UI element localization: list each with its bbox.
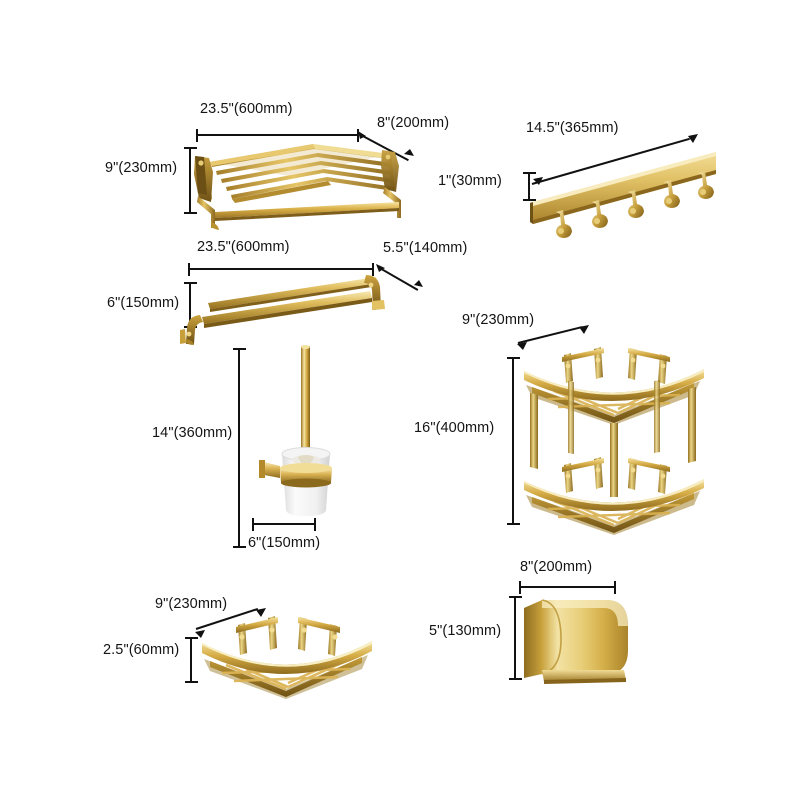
dimension-label-double-bar-depth: 5.5"(140mm) <box>383 240 468 256</box>
dimension-label-brush-width: 6"(150mm) <box>248 535 321 551</box>
dimension-label-folding-towel-rack-height: 9"(230mm) <box>105 160 178 176</box>
dimension-label-hook-rail-height: 1"(30mm) <box>438 173 502 189</box>
dimension-label-folding-towel-rack-depth: 8"(200mm) <box>377 115 450 131</box>
dimension-label-two-tier-width: 9"(230mm) <box>462 312 535 328</box>
product-double-towel-bar: 23.5"(600mm) 5.5"(140mm) 6"(150mm) <box>0 225 470 350</box>
dimension-label-double-bar-width: 23.5"(600mm) <box>197 239 290 255</box>
product-hook-rail: 14.5"(365mm) 1"(30mm) <box>430 95 790 238</box>
dimension-arrowheads-single-shelf <box>195 608 266 638</box>
illustration-folding-towel-rack <box>194 144 401 230</box>
dimension-label-brush-height: 14"(360mm) <box>152 425 233 441</box>
illustration-double-towel-bar <box>180 275 385 345</box>
dimension-arrowheads-folding-rack <box>358 131 414 156</box>
illustration-hook-rail <box>530 152 716 238</box>
dimension-line-brush-width <box>252 517 316 531</box>
dimension-label-single-shelf-height: 2.5"(60mm) <box>103 642 180 658</box>
product-toilet-paper-holder: 8"(200mm) 5"(130mm) <box>420 550 720 715</box>
dimension-arrowheads-hook-rail <box>533 134 698 185</box>
dimension-label-two-tier-height: 16"(400mm) <box>414 420 495 436</box>
illustration-toilet-paper-holder <box>524 599 628 684</box>
dimension-line-folding-rack-width <box>196 128 359 142</box>
dimension-line-folding-rack-height <box>183 147 197 214</box>
dimension-line-double-bar-width <box>188 262 374 276</box>
product-two-tier-corner-shelf: 9"(230mm) 16"(400mm) <box>400 295 730 560</box>
dimension-line-paper-holder-height <box>508 596 522 680</box>
illustration-two-tier-corner-shelf <box>524 347 704 535</box>
dimension-label-paper-holder-width: 8"(200mm) <box>520 559 593 575</box>
dimension-arrowheads-two-tier <box>517 325 589 350</box>
product-folding-towel-rack: 23.5"(600mm) 8"(200mm) 9"(230mm) <box>0 0 470 240</box>
dimension-label-double-bar-height: 6"(150mm) <box>107 295 180 311</box>
dimension-label-paper-holder-height: 5"(130mm) <box>429 623 502 639</box>
dimension-line-hook-rail-height <box>522 172 536 201</box>
dimension-line-brush-height <box>232 348 246 548</box>
dimension-arrowheads-double-bar <box>376 264 423 287</box>
illustration-single-corner-shelf <box>202 616 372 699</box>
dimension-line-single-shelf-height <box>184 637 198 683</box>
illustration-toilet-brush <box>259 345 332 516</box>
dimension-label-hook-rail-width: 14.5"(365mm) <box>526 120 619 136</box>
dimension-label-single-shelf-width: 9"(230mm) <box>155 596 228 612</box>
product-single-corner-shelf: 9"(230mm) 2.5"(60mm) <box>100 575 400 705</box>
dimension-line-two-tier-height <box>506 357 520 525</box>
dimension-label-folding-towel-rack-width: 23.5"(600mm) <box>200 101 293 117</box>
dimension-line-paper-holder-width <box>519 580 616 594</box>
product-toilet-brush-holder: 14"(360mm) 6"(150mm) <box>130 330 380 575</box>
